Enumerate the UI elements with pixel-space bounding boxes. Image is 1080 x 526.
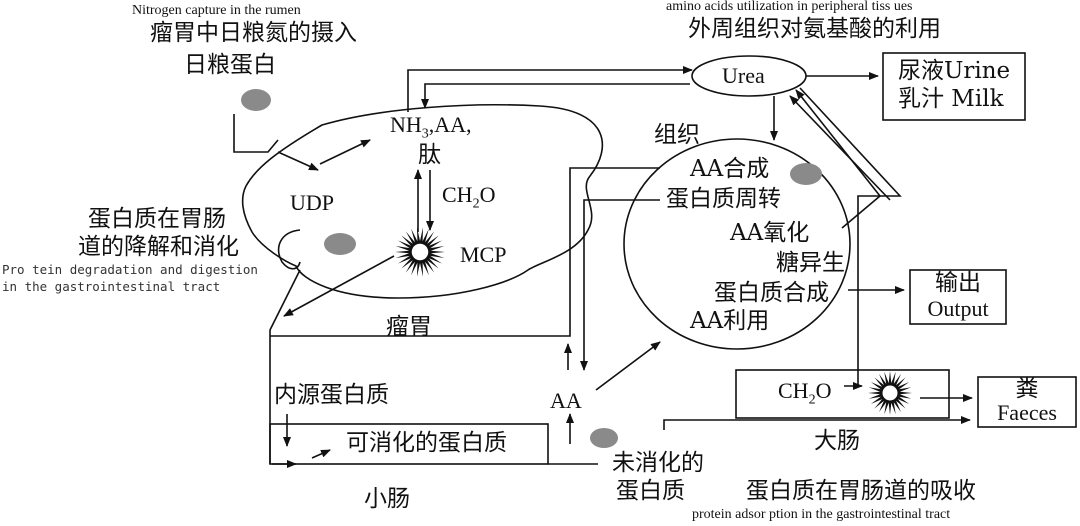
footer-chinese: 蛋白质在胃肠道的吸收 bbox=[746, 478, 976, 504]
large-intestine-name: 大肠 bbox=[814, 428, 860, 454]
urea-label: Urea bbox=[722, 63, 765, 88]
output-label-english: Output bbox=[927, 296, 989, 321]
aa-pool-label: AA bbox=[550, 388, 582, 413]
rumen-inlet bbox=[233, 114, 279, 153]
arrow-urea-nh3 bbox=[421, 83, 690, 109]
line-outflow-aa bbox=[270, 167, 660, 337]
digestible-protein-label: 可消化的蛋白质 bbox=[346, 430, 507, 456]
rumen-exit-loop bbox=[277, 229, 301, 270]
output-label-chinese: 输出 bbox=[935, 270, 981, 296]
arrow-tissue-urea-1 bbox=[789, 95, 891, 201]
marker-dot-tissue bbox=[790, 163, 822, 185]
arrow-into-digestible bbox=[311, 449, 331, 459]
rumen-ch2o-label: CH2O bbox=[442, 182, 496, 212]
undigested-line1: 未消化的 bbox=[612, 450, 704, 476]
urine-label: 尿液Urine bbox=[898, 58, 1011, 84]
arrow-mcp-small bbox=[283, 255, 395, 317]
urine-milk-box bbox=[882, 52, 1026, 121]
tissue-item-gluconeogenesis: 糖异生 bbox=[776, 250, 845, 276]
faeces-box bbox=[977, 376, 1077, 428]
line-tissue-turnover bbox=[583, 199, 660, 340]
mcp-burst-icon bbox=[395, 227, 445, 277]
large-intestine-burst-icon bbox=[868, 371, 912, 415]
arrow-nh3-urea bbox=[407, 66, 693, 112]
mcp-label: MCP bbox=[460, 242, 507, 267]
tissue-item-protein-turnover: 蛋白质周转 bbox=[666, 186, 781, 212]
header-left-english: Nitrogen capture in the rumen bbox=[132, 3, 301, 18]
tissue-item-aa-oxidation: AA氧化 bbox=[730, 220, 810, 246]
tissue-item-aa-synthesis: AA合成 bbox=[690, 156, 770, 182]
arrow-aa-tissue bbox=[595, 341, 661, 391]
rumen-nitrogen-label: NH3,AA, bbox=[390, 112, 472, 142]
header-right-english: amino acids utilization in peripheral ti… bbox=[666, 0, 913, 14]
faeces-label-chinese: 粪 bbox=[1015, 376, 1039, 402]
output-box-border bbox=[909, 269, 1007, 325]
degradation-english-line2: in the gastrointestinal tract bbox=[2, 279, 221, 294]
tissue-circle bbox=[623, 138, 851, 350]
large-intestine-ch2o-label: CH2O bbox=[778, 378, 832, 408]
large-intestine-box bbox=[735, 369, 950, 419]
degradation-english-line1: Pro tein degradation and digestion bbox=[2, 262, 258, 277]
small-intestine-name: 小肠 bbox=[364, 486, 410, 512]
footer-english: protein adsor ption in the gastrointesti… bbox=[692, 507, 951, 522]
faeces-label-english: Faeces bbox=[997, 400, 1057, 425]
marker-dot-rumen bbox=[324, 233, 356, 255]
degradation-chinese-line2: 道的降解和消化 bbox=[78, 234, 239, 260]
rumen-name: 瘤胃 bbox=[386, 314, 432, 340]
arrow-undigested-large bbox=[663, 416, 971, 430]
milk-label: 乳汁 Milk bbox=[898, 86, 1004, 112]
endogenous-protein-label: 内源蛋白质 bbox=[274, 382, 389, 408]
header-left-chinese-line1: 瘤胃中日粮氮的摄入 bbox=[150, 20, 357, 46]
tissue-item-protein-synthesis: 蛋白质合成 bbox=[714, 280, 829, 306]
tissue-title: 组织 bbox=[654, 122, 700, 148]
marker-dot-small bbox=[590, 428, 618, 448]
degradation-chinese-line1: 蛋白质在胃肠 bbox=[88, 206, 226, 232]
udp-label: UDP bbox=[290, 190, 335, 215]
marker-dot-diet bbox=[241, 89, 271, 111]
tissue-item-aa-utilization: AA利用 bbox=[690, 308, 770, 334]
arrow-udp-nh3 bbox=[319, 139, 371, 165]
arrow-diet-udp bbox=[277, 151, 319, 171]
rumen-outline bbox=[241, 104, 604, 299]
rumen-peptide-label: 肽 bbox=[418, 142, 441, 168]
line-rumen-small bbox=[269, 269, 301, 464]
header-left-chinese-line2: 日粮蛋白 bbox=[184, 52, 276, 78]
arrow-ch2o-urea bbox=[799, 87, 902, 386]
header-right-chinese: 外周组织对氨基酸的利用 bbox=[688, 16, 941, 42]
arrow-tissue-urea-2 bbox=[795, 89, 882, 229]
undigested-line2: 蛋白质 bbox=[616, 478, 685, 504]
